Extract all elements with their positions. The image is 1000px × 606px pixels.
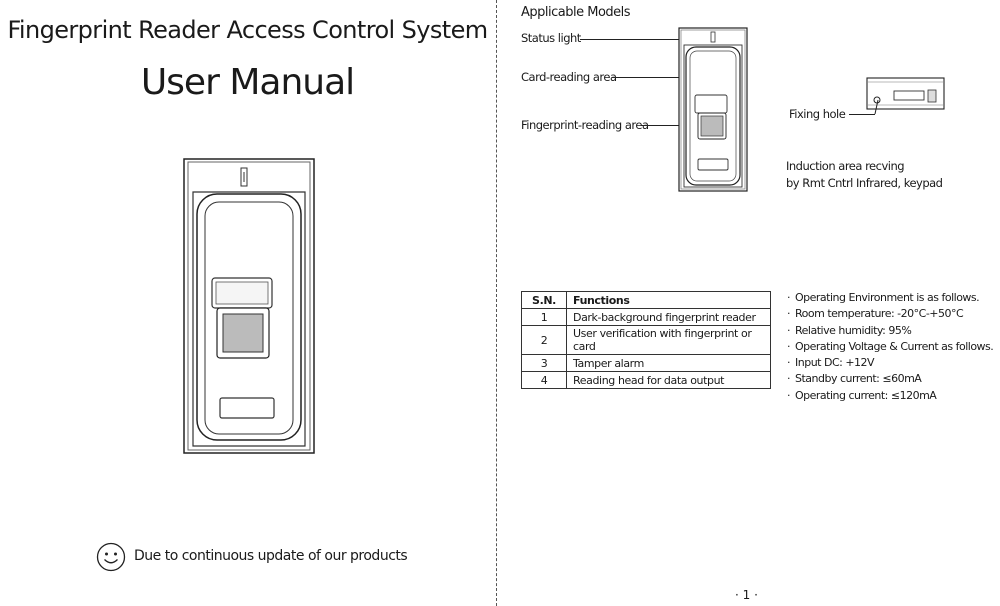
manual-title: Fingerprint Reader Access Control System bbox=[7, 16, 488, 44]
table-cell-sn: 3 bbox=[521, 354, 567, 372]
spec-item: Operating Environment is as follows. bbox=[787, 290, 993, 306]
table-cell-sn: 1 bbox=[521, 308, 567, 326]
induction-area-label-line1: Induction area recving bbox=[786, 159, 905, 173]
fixing-hole-label: Fixing hole bbox=[789, 107, 846, 121]
specifications-list: Operating Environment is as follows. Roo… bbox=[787, 290, 994, 404]
status-light-label: Status light bbox=[521, 31, 581, 45]
table-header-row: S.N. Functions bbox=[521, 291, 771, 309]
table-row: 3 Tamper alarm bbox=[521, 354, 771, 372]
table-row: 4 Reading head for data output bbox=[521, 371, 771, 389]
manual-subtitle: User Manual bbox=[140, 62, 355, 103]
induction-area-label-line2: by Rmt Cntrl Infrared, keypad bbox=[786, 176, 943, 190]
card-area-leader bbox=[612, 77, 712, 78]
spec-item: Operating Voltage & Current as follows. bbox=[787, 339, 994, 355]
status-light-leader bbox=[580, 39, 713, 40]
table-row: 1 Dark-background fingerprint reader bbox=[521, 308, 771, 326]
page-divider bbox=[496, 0, 497, 606]
table-row: 2 User verification with fingerprint or … bbox=[521, 325, 771, 355]
fingerprint-area-label: Fingerprint-reading area bbox=[521, 118, 649, 132]
table-cell-function: Tamper alarm bbox=[566, 354, 771, 372]
fixing-hole-leader-tail bbox=[874, 99, 879, 115]
spec-item: Standby current: ≤60mA bbox=[787, 371, 993, 387]
fingerprint-area-leader bbox=[641, 125, 713, 126]
spec-item: Input DC: +12V bbox=[787, 355, 993, 371]
reader-device-small-illustration bbox=[678, 27, 748, 192]
spec-item: Relative humidity: 95% bbox=[787, 323, 993, 339]
table-cell-sn: 2 bbox=[521, 325, 567, 355]
card-area-label: Card-reading area bbox=[521, 70, 617, 84]
table-cell-function: User verification with fingerprint or ca… bbox=[566, 325, 771, 355]
smiley-icon bbox=[96, 542, 126, 572]
functions-column-header: Functions bbox=[566, 291, 771, 309]
update-note: Due to continuous update of our products bbox=[134, 548, 408, 564]
functions-table: S.N. Functions 1 Dark-background fingerp… bbox=[521, 291, 771, 389]
sn-column-header: S.N. bbox=[521, 291, 567, 309]
applicable-models-heading: Applicable Models bbox=[521, 5, 631, 20]
reader-device-front-illustration bbox=[183, 158, 315, 454]
page-number: · 1 · bbox=[735, 588, 758, 602]
spec-item: Operating current: ≤120mA bbox=[787, 388, 993, 404]
reader-device-side-illustration bbox=[866, 77, 945, 110]
table-cell-function: Reading head for data output bbox=[566, 371, 771, 389]
table-cell-sn: 4 bbox=[521, 371, 567, 389]
fixing-hole-leader bbox=[849, 114, 875, 115]
spec-item: Room temperature: -20°C-+50°C bbox=[787, 306, 993, 322]
table-cell-function: Dark-background fingerprint reader bbox=[566, 308, 771, 326]
